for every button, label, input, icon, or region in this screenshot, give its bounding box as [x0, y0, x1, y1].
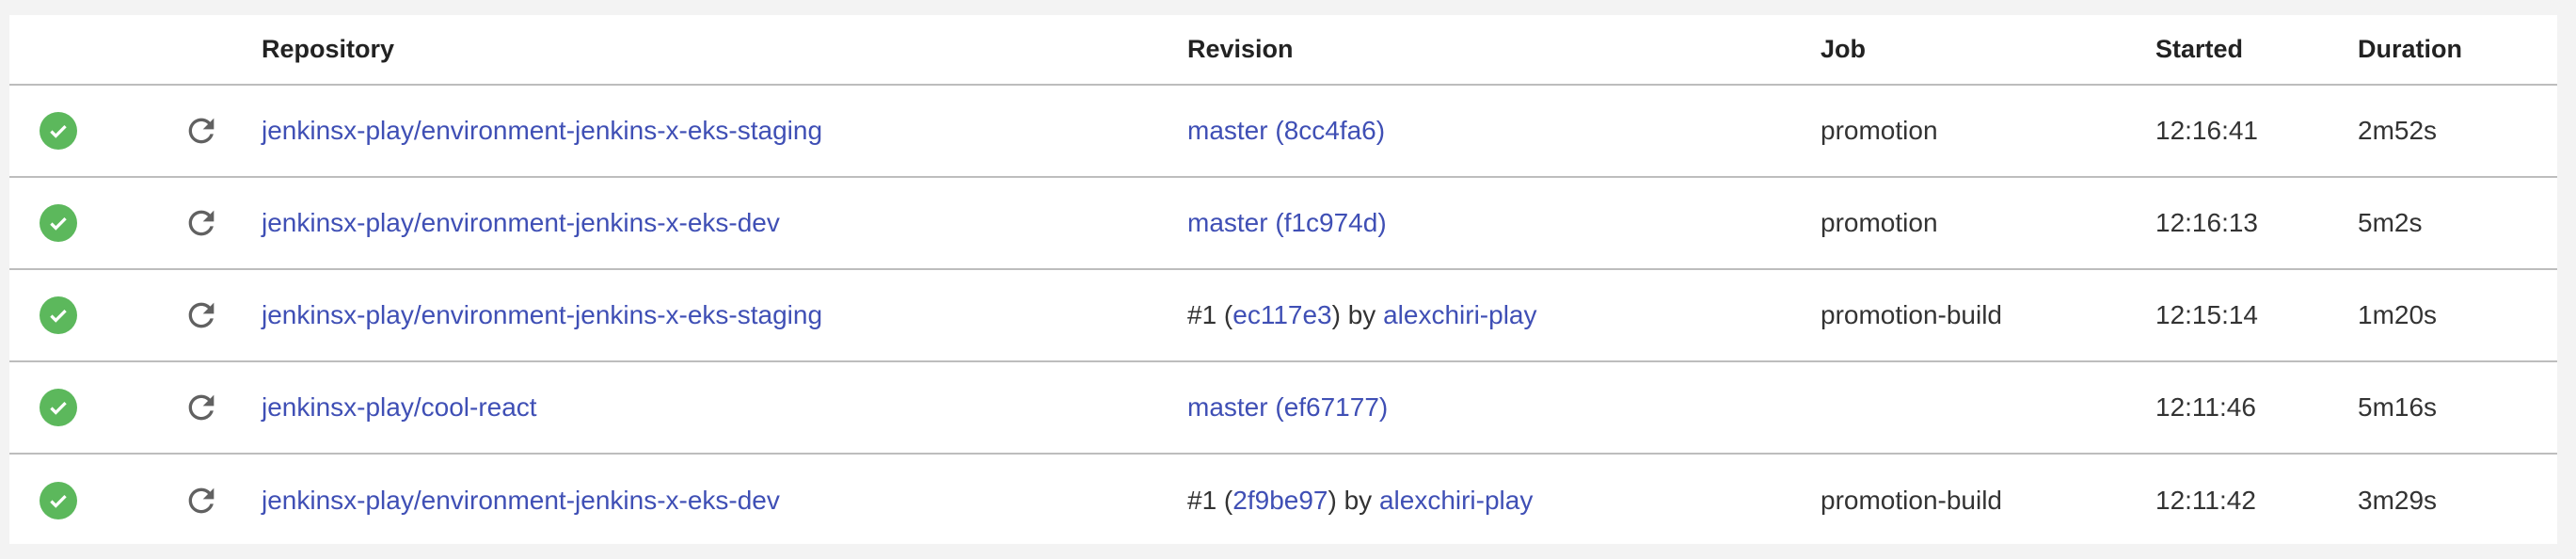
build-number: #1 [1187, 300, 1217, 329]
revision-cell: master (ef67177) [1187, 362, 1388, 453]
repository-link[interactable]: jenkinsx-play/cool-react [262, 392, 537, 422]
revision-cell: #1 (ec117e3) by alexchiri-play [1187, 300, 1537, 329]
revision-hash: f1c974d [1283, 208, 1378, 237]
started-time: 12:11:46 [2155, 392, 2256, 422]
repository-link[interactable]: jenkinsx-play/environment-jenkins-x-eks-… [262, 208, 780, 237]
table-row: jenkinsx-play/environment-jenkins-x-eks-… [9, 270, 2557, 362]
started-time: 12:11:42 [2155, 486, 2256, 515]
rerun-button[interactable] [183, 362, 220, 453]
repository-link[interactable]: jenkinsx-play/environment-jenkins-x-eks-… [262, 116, 823, 145]
job-name: promotion-build [1821, 300, 2002, 329]
header-duration[interactable]: Duration [2358, 35, 2462, 63]
success-check-icon [40, 482, 77, 519]
started-time: 12:16:41 [2155, 116, 2258, 145]
status-cell [40, 455, 77, 547]
revision-link[interactable]: master (f1c974d) [1187, 208, 1387, 237]
status-cell [40, 178, 77, 268]
build-number: #1 [1187, 486, 1217, 515]
revision-cell: #1 (2f9be97) by alexchiri-play [1187, 486, 1534, 515]
by-label: by [1347, 300, 1376, 329]
success-check-icon [40, 389, 77, 426]
refresh-icon [188, 394, 215, 421]
status-cell [40, 86, 77, 176]
revision-branch: master [1187, 208, 1268, 237]
pipeline-runs-table: Repository Revision Job Started Duration… [9, 15, 2557, 544]
job-name: promotion [1821, 116, 1938, 145]
refresh-icon [188, 118, 215, 144]
refresh-icon [188, 302, 215, 328]
started-time: 12:15:14 [2155, 300, 2258, 329]
revision-hash: 8cc4fa6 [1283, 116, 1376, 145]
duration: 5m16s [2358, 392, 2438, 422]
duration: 1m20s [2358, 300, 2438, 329]
refresh-icon [188, 210, 215, 236]
rerun-button[interactable] [183, 270, 220, 360]
job-name: promotion [1821, 208, 1938, 237]
status-cell [40, 270, 77, 360]
header-repository[interactable]: Repository [262, 35, 395, 63]
revision-branch: master [1187, 392, 1268, 422]
rerun-button[interactable] [183, 178, 220, 268]
status-cell [40, 362, 77, 453]
duration: 5m2s [2358, 208, 2423, 237]
table-row: jenkinsx-play/environment-jenkins-x-eks-… [9, 455, 2557, 547]
rerun-button[interactable] [183, 86, 220, 176]
started-time: 12:16:13 [2155, 208, 2258, 237]
revision-branch: master [1187, 116, 1268, 145]
rerun-button[interactable] [183, 455, 220, 547]
revision-hash: ef67177 [1283, 392, 1379, 422]
header-job[interactable]: Job [1821, 35, 1867, 63]
table-header: Repository Revision Job Started Duration [9, 15, 2557, 86]
author-link[interactable]: alexchiri-play [1383, 300, 1537, 329]
table-row: jenkinsx-play/environment-jenkins-x-eks-… [9, 86, 2557, 178]
author-link[interactable]: alexchiri-play [1378, 486, 1534, 515]
by-label: by [1344, 486, 1373, 515]
duration: 2m52s [2358, 116, 2438, 145]
success-check-icon [40, 296, 77, 334]
duration: 3m29s [2358, 486, 2438, 515]
revision-link[interactable]: master (ef67177) [1187, 392, 1389, 422]
header-started[interactable]: Started [2155, 35, 2244, 63]
refresh-icon [188, 487, 215, 514]
revision-cell: master (8cc4fa6) [1187, 86, 1385, 176]
revision-hash-link[interactable]: ec117e3 [1232, 300, 1332, 329]
revision-hash-link[interactable]: 2f9be97 [1232, 486, 1328, 515]
repository-link[interactable]: jenkinsx-play/environment-jenkins-x-eks-… [262, 486, 780, 515]
success-check-icon [40, 204, 77, 242]
revision-cell: master (f1c974d) [1187, 178, 1387, 268]
job-name: promotion-build [1821, 486, 2002, 515]
success-check-icon [40, 112, 77, 150]
revision-link[interactable]: master (8cc4fa6) [1187, 116, 1386, 145]
table-row: jenkinsx-play/environment-jenkins-x-eks-… [9, 178, 2557, 270]
table-row: jenkinsx-play/cool-react master (ef67177… [9, 362, 2557, 455]
repository-link[interactable]: jenkinsx-play/environment-jenkins-x-eks-… [262, 300, 823, 329]
header-revision[interactable]: Revision [1187, 35, 1294, 63]
